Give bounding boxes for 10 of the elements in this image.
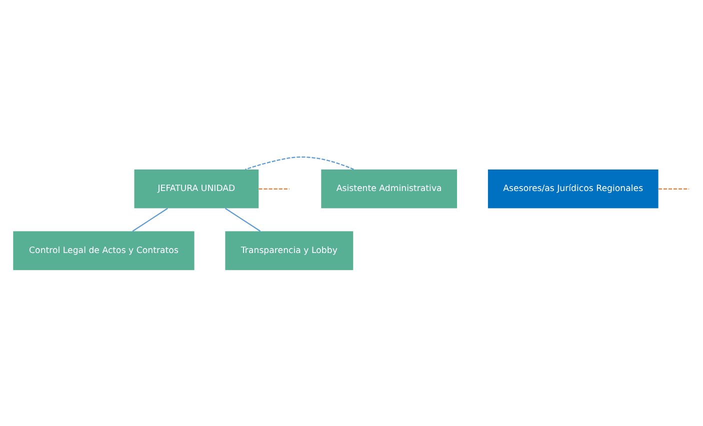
- connector: [132, 207, 168, 232]
- connector: [245, 156, 354, 170]
- connector: [224, 207, 261, 232]
- node-box: JEFATURA UNIDAD: [134, 169, 259, 208]
- connector: [258, 188, 290, 189]
- node-box: Asesores/as Jurídicos Regionales: [488, 169, 658, 208]
- node-box: Asistente Administrativa: [321, 169, 458, 208]
- connector: [658, 188, 690, 189]
- node-box: Transparencia y Lobby: [225, 230, 354, 270]
- node-box: Control Legal de Actos y Contratos: [13, 230, 194, 270]
